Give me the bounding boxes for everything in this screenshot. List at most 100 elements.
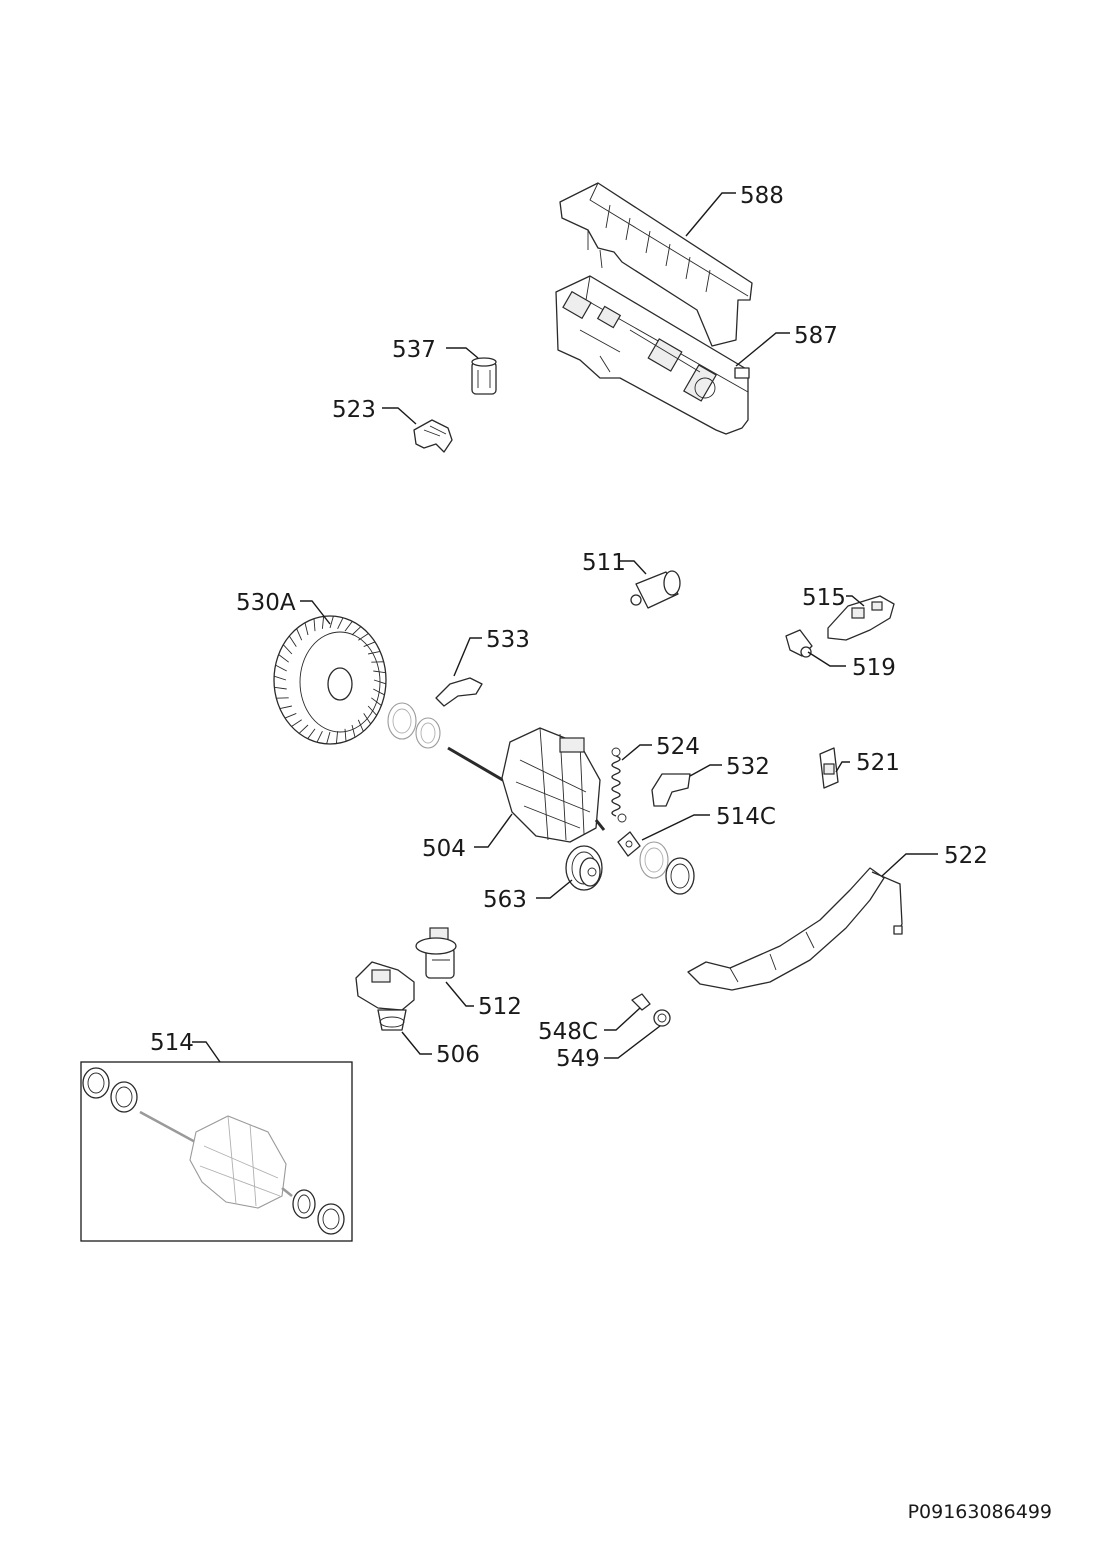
leader-532 bbox=[689, 764, 722, 777]
callout-504: 504 bbox=[422, 836, 466, 862]
fan-blade bbox=[304, 622, 309, 636]
callout-587: 587 bbox=[794, 323, 838, 349]
leader-549 bbox=[604, 1025, 661, 1059]
fan-blade bbox=[321, 616, 325, 629]
leader-504 bbox=[474, 813, 513, 848]
fan-blade bbox=[368, 650, 381, 655]
fan-blade bbox=[279, 705, 292, 710]
part-504-motor bbox=[447, 727, 606, 843]
leader-533 bbox=[453, 637, 482, 677]
fan-blade bbox=[373, 670, 386, 674]
leader-514c bbox=[641, 814, 710, 841]
fan-blade bbox=[316, 731, 323, 743]
fan-blade bbox=[363, 641, 376, 648]
leader-515 bbox=[846, 595, 865, 607]
leader-537 bbox=[446, 347, 479, 359]
callout-588: 588 bbox=[740, 183, 784, 209]
callout-519: 519 bbox=[852, 655, 896, 681]
fan-blade bbox=[296, 628, 303, 641]
fan-blade bbox=[363, 713, 372, 725]
callout-512: 512 bbox=[478, 994, 522, 1020]
callout-537: 537 bbox=[392, 337, 436, 363]
fan-blade bbox=[373, 688, 385, 696]
part-514c-plate bbox=[617, 831, 641, 857]
fan-blade bbox=[288, 635, 297, 647]
callout-549: 549 bbox=[556, 1046, 600, 1072]
part-515-switch bbox=[827, 595, 895, 641]
part-532-bracket bbox=[651, 773, 691, 807]
leader-519 bbox=[807, 651, 846, 667]
fan-blade bbox=[326, 731, 331, 745]
fan-blade bbox=[344, 621, 353, 632]
callout-522: 522 bbox=[944, 843, 988, 869]
part-bearing-rings-rear bbox=[639, 841, 695, 895]
inset-514-motor-assembly bbox=[82, 1067, 345, 1235]
callout-labels: 588 587 537 523 511 515 519 530A 533 524… bbox=[150, 183, 988, 1072]
fan-blade bbox=[274, 686, 287, 690]
callout-521: 521 bbox=[856, 750, 900, 776]
fan-blade bbox=[373, 679, 387, 685]
callout-563: 563 bbox=[483, 887, 527, 913]
leader-506 bbox=[401, 1031, 432, 1055]
leader-522 bbox=[881, 853, 938, 877]
fan-blade bbox=[344, 728, 347, 742]
fan-blade bbox=[371, 697, 382, 706]
inset-514-frame bbox=[80, 1061, 353, 1242]
part-522-arm bbox=[687, 867, 903, 991]
leader-588 bbox=[685, 192, 736, 237]
part-588-cover bbox=[559, 182, 753, 347]
callout-524: 524 bbox=[656, 734, 700, 760]
callout-532: 532 bbox=[726, 754, 770, 780]
fan-blade bbox=[282, 644, 293, 655]
leader-514 bbox=[192, 1041, 221, 1063]
fan-blade bbox=[307, 728, 316, 739]
part-548c-filter bbox=[631, 993, 651, 1011]
document-code: P09163086499 bbox=[908, 1501, 1052, 1523]
leader-523 bbox=[382, 407, 417, 425]
part-587-control-board bbox=[555, 275, 750, 435]
leader-587 bbox=[735, 332, 790, 367]
part-511-capacitor bbox=[630, 570, 681, 609]
part-523-clip bbox=[413, 419, 453, 453]
leader-548c bbox=[604, 1007, 641, 1031]
callout-523: 523 bbox=[332, 397, 376, 423]
part-506-module bbox=[355, 961, 415, 1031]
part-530a-fan-wheel bbox=[273, 615, 387, 745]
callout-514: 514 bbox=[150, 1030, 194, 1056]
fan-blade bbox=[273, 675, 287, 681]
callout-530a: 530A bbox=[236, 590, 296, 616]
part-519-sensor bbox=[785, 629, 813, 658]
part-549-seal bbox=[653, 1009, 671, 1027]
fan-blade bbox=[278, 654, 289, 663]
fan-blade bbox=[337, 617, 344, 629]
part-512-pump bbox=[415, 927, 457, 979]
part-537-capacitor bbox=[471, 357, 497, 395]
callout-533: 533 bbox=[486, 627, 530, 653]
callout-506: 506 bbox=[436, 1042, 480, 1068]
leader-524 bbox=[621, 744, 652, 761]
callout-511: 511 bbox=[582, 550, 626, 576]
callout-514c: 514C bbox=[716, 804, 776, 830]
leader-511 bbox=[620, 560, 647, 575]
callout-548c: 548C bbox=[538, 1019, 598, 1045]
leader-563 bbox=[536, 879, 573, 899]
part-563-pulley bbox=[565, 845, 603, 891]
fan-blade bbox=[358, 633, 369, 641]
fan-blade bbox=[357, 719, 364, 732]
part-533-bracket bbox=[435, 677, 483, 707]
part-bearing-rings-front bbox=[387, 702, 441, 749]
fan-blade bbox=[329, 615, 334, 629]
leader-512 bbox=[445, 981, 474, 1007]
leader-lines bbox=[192, 192, 938, 1063]
leader-530a bbox=[300, 600, 331, 625]
fan-blade bbox=[298, 724, 309, 734]
fan-blade bbox=[313, 618, 316, 632]
part-524-spring bbox=[611, 747, 627, 823]
callout-515: 515 bbox=[802, 585, 846, 611]
leader-521 bbox=[835, 761, 850, 773]
fan-blade bbox=[367, 705, 378, 716]
fan-blade bbox=[275, 664, 287, 672]
fan-blade bbox=[335, 731, 339, 744]
fan-blade bbox=[291, 719, 302, 727]
